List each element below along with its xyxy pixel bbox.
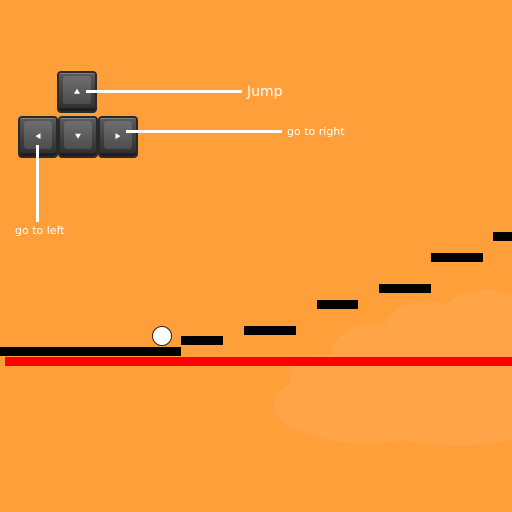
- platform-6: [493, 232, 512, 241]
- starting-ground-platform: [0, 347, 181, 356]
- jump-label: Jump: [247, 84, 283, 100]
- platform-5: [431, 253, 483, 262]
- platform-2: [244, 326, 296, 335]
- lava-floor: [5, 357, 512, 366]
- down-arrow-key: [58, 116, 98, 158]
- arrow-left-key-icon: [35, 133, 41, 140]
- right-leader-line: [126, 130, 282, 133]
- left-leader-line: [36, 145, 39, 222]
- player-ball: [152, 326, 172, 346]
- go-right-label: go to right: [287, 125, 345, 138]
- right-arrow-key: [98, 116, 138, 158]
- platform-4: [379, 284, 431, 293]
- up-arrow-key: [57, 71, 97, 113]
- arrow-down-key-icon: [75, 133, 81, 139]
- arrow-right-key-icon: [115, 133, 121, 140]
- platform-3: [317, 300, 358, 309]
- arrow-up-key-icon: [74, 88, 80, 94]
- go-left-label: go to left: [15, 224, 65, 237]
- platform-1: [181, 336, 223, 345]
- jump-leader-line: [86, 90, 242, 93]
